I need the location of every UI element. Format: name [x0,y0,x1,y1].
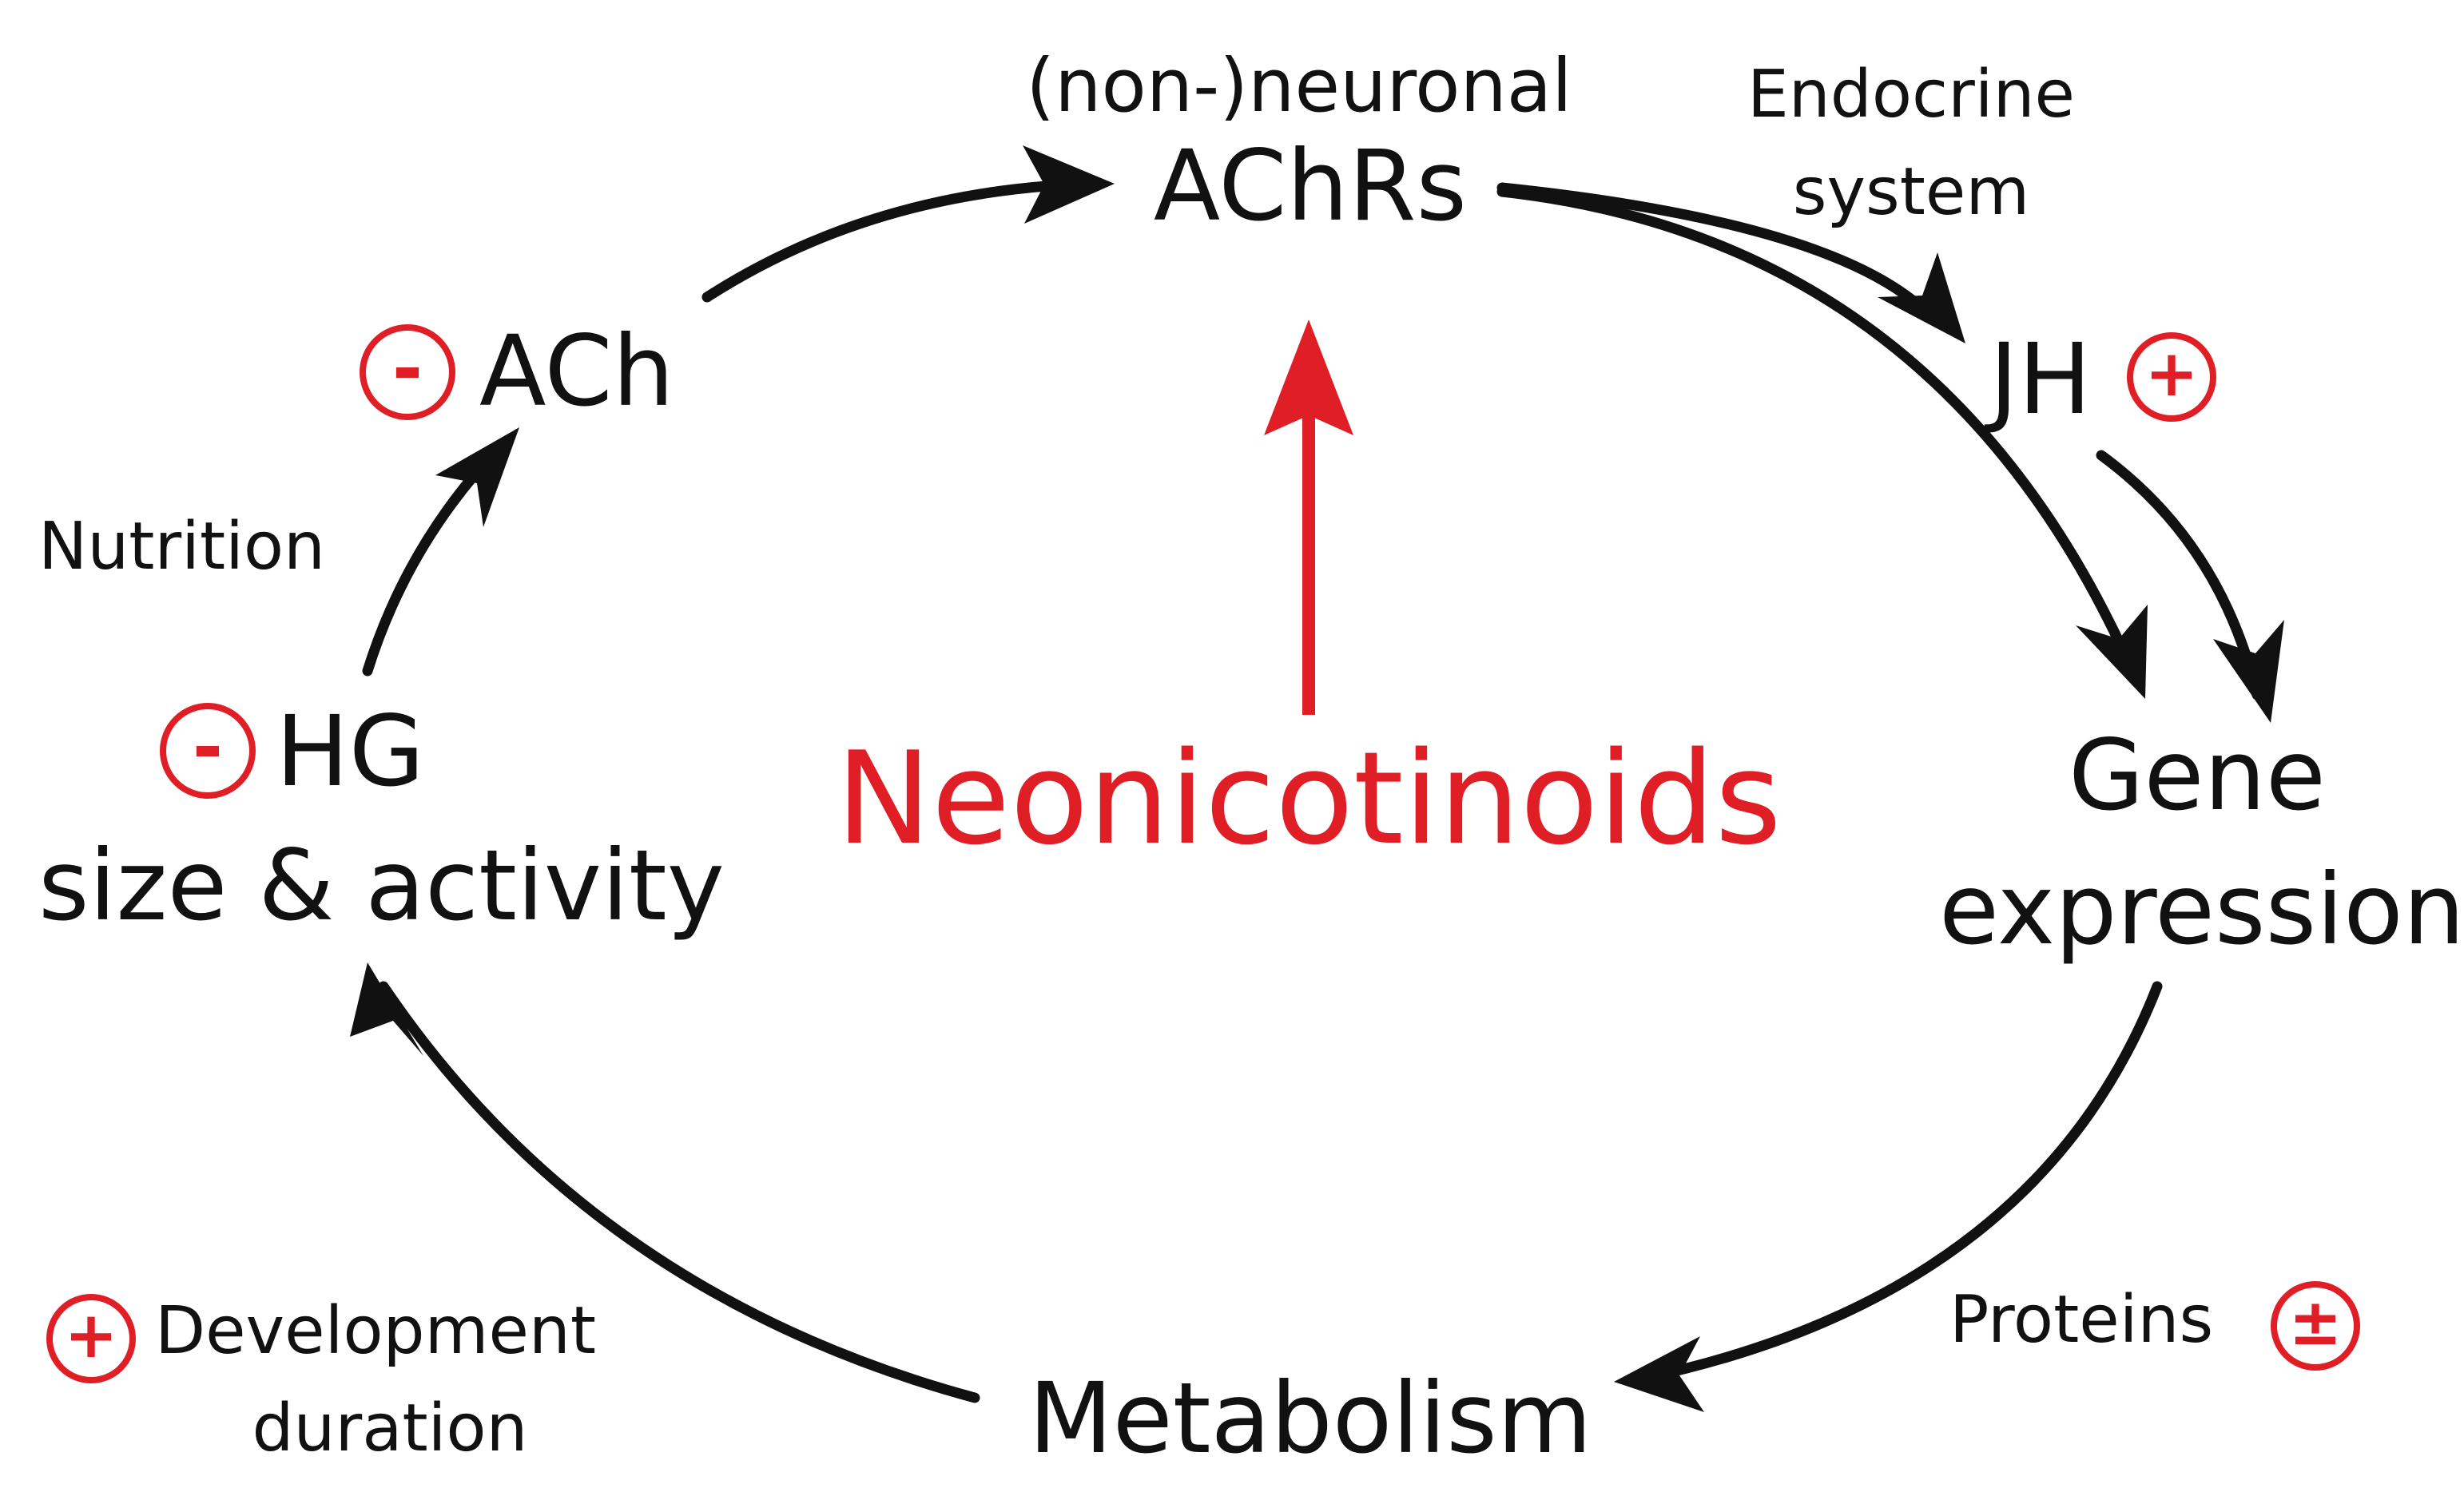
nutrition-label: Nutrition [38,509,326,585]
endocrine-label-line1: Endocrine [1747,57,2075,133]
endocrine-label-line2: system [1792,154,2030,230]
neonicotinoid-arrow [1264,319,1353,715]
arrowhead-metabolism [1614,1336,1704,1412]
expression-label: expression [1938,853,2464,966]
development-plus-sign-icon: + [46,1294,136,1383]
arrow-achrs-to-jh [1496,182,1939,325]
arrowhead-gene-from-jh [2213,620,2284,723]
arrowhead-ach [435,427,519,527]
metabolism-label: Metabolism [1028,1362,1592,1475]
development-label-line1: Development [155,1293,597,1369]
hg-label: HG [276,695,425,808]
arrowhead-hg [350,962,423,1056]
achrs-qualifier-label: (non-)neuronal [1026,43,1572,129]
arrow-gene-to-metabolism [1640,981,2163,1383]
proteins-plus-minus-sign-icon: ± [2271,1281,2360,1371]
jh-plus-sign-icon: + [2127,332,2216,422]
arrowhead-gene-from-achrs [2076,605,2148,699]
ach-label: ACh [479,315,674,428]
hg-size-activity-label: size & activity [38,829,725,942]
arrow-ach-to-achrs [701,178,1092,303]
achrs-label: AChRs [1153,129,1468,243]
neonicotinoids-label: Neonicotinoids [836,724,1782,873]
jh-label: JH [1989,323,2092,436]
hg-minus-sign-icon: - [160,703,256,799]
development-label-line2: duration [252,1391,528,1466]
arrow-achrs-to-gene [1496,186,2131,661]
ach-minus-sign-icon: - [360,324,455,420]
arrow-metabolism-to-hg [378,981,980,1403]
neonicotinoid-arrowhead [1264,319,1353,435]
gene-label: Gene [2069,719,2326,832]
arrowhead-jh [1878,252,1965,343]
arrowhead-achrs [1023,145,1115,224]
proteins-label: Proteins [1949,1282,2214,1358]
